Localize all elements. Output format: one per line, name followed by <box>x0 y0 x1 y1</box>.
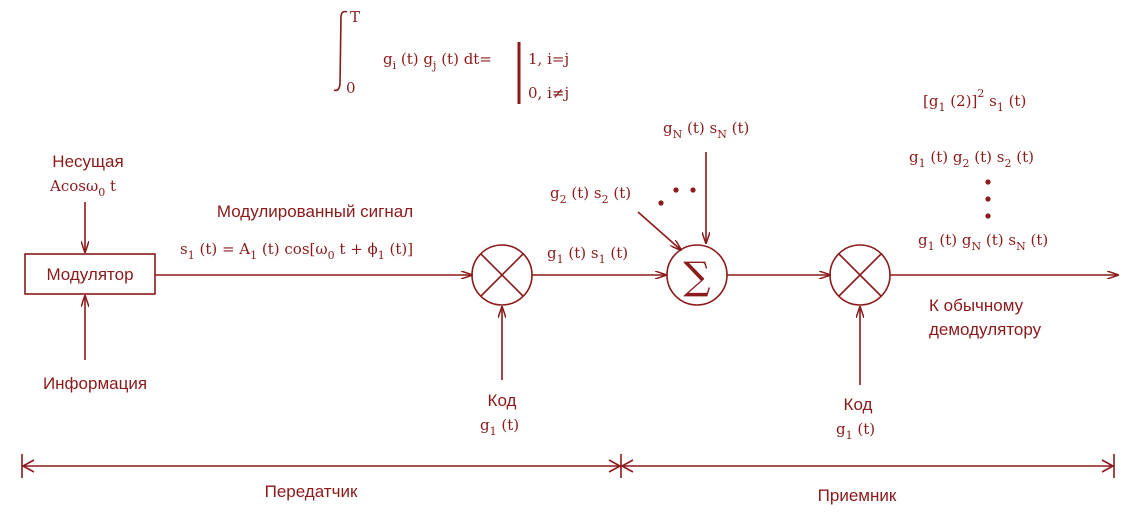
rx-code-function: g1 (t) <box>836 420 875 442</box>
case-equal: 1, i=j <box>528 50 569 68</box>
user-2-arrow <box>637 211 681 250</box>
tx-code-label: Код <box>488 391 517 410</box>
sum-symbol: ∑ <box>683 254 710 298</box>
demodulator-label-line2: демодулятору <box>929 320 1042 339</box>
orthogonality-formula: T 0 gi (t) gj (t) dt= 1, i=j 0, i≠j <box>333 8 569 104</box>
user-2-signal-label: g2 (t) s2 (t) <box>550 184 631 206</box>
more-users-ellipsis <box>658 187 696 206</box>
rx-code-label: Код <box>844 395 873 414</box>
spread-signal-label: g1 (t) s1 (t) <box>547 244 628 266</box>
modulated-signal-formula: s1 (t) = A1 (t) cos[ω0 t + ϕ1 (t)] <box>180 240 413 262</box>
receiver-span <box>620 454 1115 478</box>
demodulator-label-line1: К обычному <box>929 296 1024 315</box>
output-vertical-ellipsis <box>985 179 991 219</box>
integral-sign <box>333 10 348 92</box>
tx-code-function: g1 (t) <box>480 416 519 438</box>
user-n-signal-label: gN (t) sN (t) <box>663 119 749 141</box>
output-term-user-n: g1 (t) gN (t) sN (t) <box>918 231 1048 253</box>
case-not-equal: 0, i≠j <box>528 84 569 102</box>
output-term-desired: [g1 (2)]2 s1 (t) <box>923 87 1026 114</box>
tx-multiplier <box>471 244 533 306</box>
information-label: Информация <box>43 374 147 393</box>
modulated-signal-title: Модулированный сигнал <box>217 202 413 221</box>
transmitter-span <box>21 454 622 478</box>
transmitter-label: Передатчик <box>265 482 358 501</box>
integral-body: gi (t) gj (t) dt= <box>383 50 492 72</box>
summer: ∑ <box>666 244 728 306</box>
rx-multiplier <box>829 244 891 306</box>
modulator-block <box>24 253 156 295</box>
modulator-label: Модулятор <box>46 265 133 284</box>
output-term-user-2: g1 (t) g2 (t) s2 (t) <box>909 148 1034 170</box>
carrier-expression: Acosω0 t <box>49 177 116 199</box>
integral-lower-limit: 0 <box>346 79 356 97</box>
integral-upper-limit: T <box>350 8 360 26</box>
carrier-label: Несущая <box>52 152 123 171</box>
receiver-label: Приемник <box>818 486 897 505</box>
